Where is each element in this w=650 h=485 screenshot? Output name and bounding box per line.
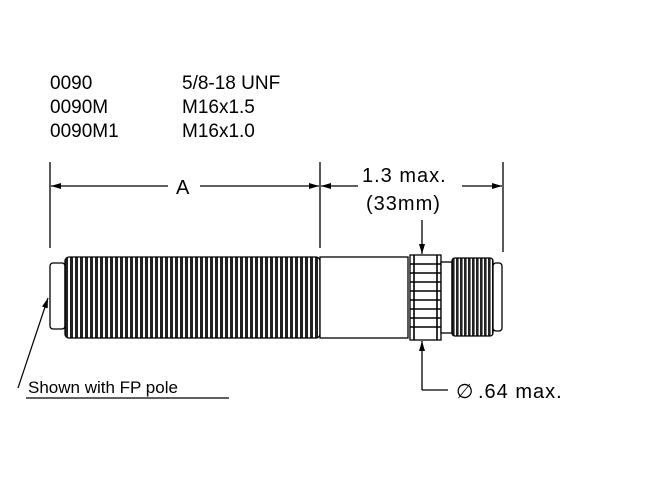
plain-body bbox=[319, 256, 409, 339]
model-thread: M16x1.0 bbox=[182, 121, 255, 142]
front-thread bbox=[451, 257, 494, 337]
max-length-mm-label: (33mm) bbox=[366, 193, 441, 215]
diameter-dimension bbox=[419, 220, 448, 391]
model-thread: M16x1.5 bbox=[182, 97, 255, 118]
diameter-label: .64 max. bbox=[478, 381, 563, 403]
dimension-a-label: A bbox=[176, 177, 190, 199]
extension-lines bbox=[49, 162, 504, 252]
model-part: 0090M1 bbox=[50, 121, 119, 142]
note-text: Shown with FP pole bbox=[28, 378, 178, 397]
front-cap bbox=[492, 262, 503, 332]
sensor-body bbox=[49, 254, 503, 341]
model-part: 0090M bbox=[50, 97, 108, 118]
model-table: 0090 5/8-18 UNF 0090M M16x1.5 0090M1 M16… bbox=[50, 73, 280, 142]
diameter-symbol: ∅ bbox=[456, 381, 474, 403]
note-leader bbox=[17, 297, 229, 399]
model-thread: 5/8-18 UNF bbox=[182, 73, 280, 94]
model-part: 0090 bbox=[50, 73, 92, 94]
max-length-label: 1.3 max. bbox=[362, 165, 447, 187]
knurled-nut bbox=[409, 254, 442, 341]
left-cap bbox=[49, 262, 66, 330]
main-thread bbox=[64, 256, 321, 339]
neck bbox=[440, 261, 453, 334]
